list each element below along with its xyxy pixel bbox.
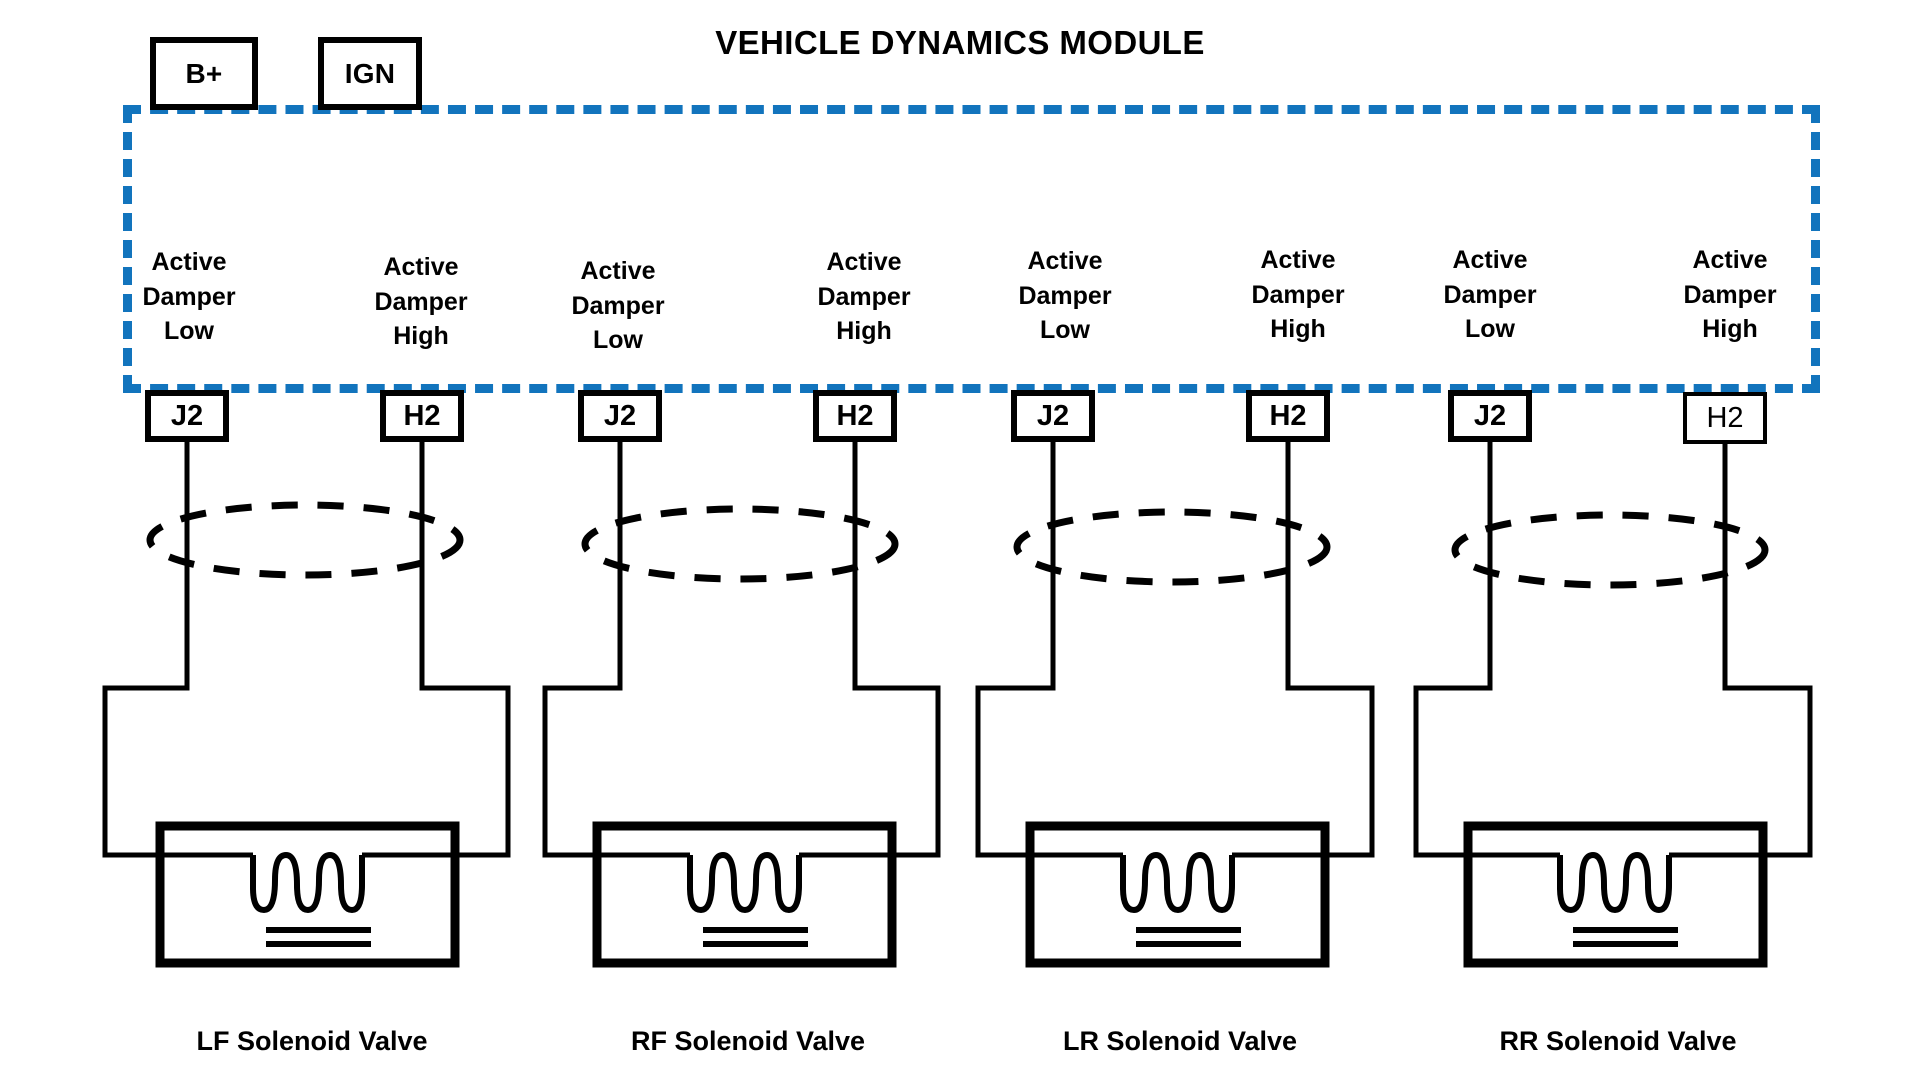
pin-label: J2	[603, 399, 637, 432]
wire-rr-high	[1722, 441, 1813, 858]
pin-label: H2	[1706, 401, 1744, 434]
wire-rf-high	[852, 441, 941, 858]
supply-label-bplus: B+	[185, 57, 223, 89]
pin-box-lf-j2: J2	[145, 390, 229, 442]
signal-line-3: High	[836, 317, 892, 345]
solenoid-body-rr	[1463, 821, 1768, 968]
supply-box-ign: IGN	[318, 37, 422, 110]
pin-box-rr-h2: H2	[1683, 392, 1767, 444]
signal-line-3: High	[1702, 315, 1758, 343]
signal-label-lr-low: Active Damper Low	[975, 244, 1155, 348]
twisted-pair-ellipse-rf	[581, 505, 899, 583]
signal-line-3: High	[393, 322, 449, 350]
signal-label-rf-high: Active Damper High	[774, 245, 954, 349]
pin-box-rf-j2: J2	[578, 390, 662, 442]
solenoid-coil-rr	[1557, 851, 1672, 914]
signal-line-1: Active	[1260, 246, 1336, 274]
supply-label-ign: IGN	[344, 57, 396, 89]
signal-line-2: Damper	[1443, 280, 1537, 309]
pin-box-rr-j2: J2	[1448, 390, 1532, 442]
wire-lf-high	[419, 441, 511, 858]
valve-caption-rr: RR Solenoid Valve	[1499, 1026, 1737, 1056]
pin-label: J2	[1473, 399, 1507, 432]
wire-lr-high	[1285, 441, 1375, 858]
signal-line-3: Low	[593, 326, 643, 354]
signal-line-1: Active	[826, 248, 902, 276]
signal-label-lf-high: Active Damper High	[331, 250, 511, 354]
pin-box-lr-h2: H2	[1246, 390, 1330, 442]
signal-line-2: Damper	[1683, 280, 1777, 309]
module-title: VEHICLE DYNAMICS MODULE	[715, 24, 1205, 61]
twisted-pair-ellipse-lr	[1013, 508, 1331, 586]
signal-line-3: Low	[1040, 316, 1090, 344]
signal-line-1: Active	[1027, 247, 1103, 275]
solenoid-body-lr	[1025, 821, 1330, 968]
valve-caption-lf: LF Solenoid Valve	[196, 1026, 428, 1056]
twisted-pair-ellipse-lf	[146, 501, 464, 579]
signal-label-lf-low: Active Damper Low	[99, 245, 279, 349]
solenoid-coil-rf	[687, 851, 802, 914]
twisted-pair-ellipse-rr	[1451, 511, 1769, 589]
pin-box-lr-j2: J2	[1011, 390, 1095, 442]
signal-line-2: Damper	[1018, 281, 1112, 310]
vehicle-dynamics-module-enclosure	[123, 105, 1820, 393]
signal-line-3: High	[1270, 315, 1326, 343]
wire-lf-low	[102, 441, 190, 858]
signal-line-1: Active	[383, 253, 459, 281]
pin-label: J2	[170, 399, 204, 432]
valve-caption-rf: RF Solenoid Valve	[630, 1026, 866, 1056]
solenoid-body-lf	[155, 821, 460, 968]
signal-line-1: Active	[580, 257, 656, 285]
signal-line-2: Damper	[142, 282, 236, 311]
pin-label: H2	[403, 399, 441, 432]
wire-rr-low	[1413, 441, 1498, 858]
valve-caption-lr: LR Solenoid Valve	[1062, 1026, 1298, 1056]
signal-label-rr-high: Active Damper High	[1640, 243, 1820, 347]
signal-line-2: Damper	[374, 287, 468, 316]
solenoid-coil-lr	[1120, 851, 1235, 914]
signal-line-2: Damper	[1251, 280, 1345, 309]
signal-line-2: Damper	[571, 291, 665, 320]
pin-label: J2	[1036, 399, 1070, 432]
pin-label: H2	[1269, 399, 1307, 432]
signal-label-rf-low: Active Damper Low	[528, 254, 708, 358]
solenoid-coil-lf	[250, 851, 365, 914]
signal-line-1: Active	[151, 248, 227, 276]
signal-line-1: Active	[1692, 246, 1768, 274]
signal-label-rr-low: Active Damper Low	[1400, 243, 1580, 347]
signal-label-lr-high: Active Damper High	[1208, 243, 1388, 347]
signal-line-3: Low	[1465, 315, 1515, 343]
signal-line-3: Low	[164, 317, 214, 345]
supply-box-bplus: B+	[150, 37, 258, 110]
pin-box-rf-h2: H2	[813, 390, 897, 442]
signal-line-2: Damper	[817, 282, 911, 311]
signal-line-1: Active	[1452, 246, 1528, 274]
wire-lr-low	[975, 441, 1060, 858]
pin-label: H2	[836, 399, 874, 432]
pin-box-lf-h2: H2	[380, 390, 464, 442]
solenoid-body-rf	[592, 821, 897, 968]
wire-rf-low	[542, 441, 630, 858]
